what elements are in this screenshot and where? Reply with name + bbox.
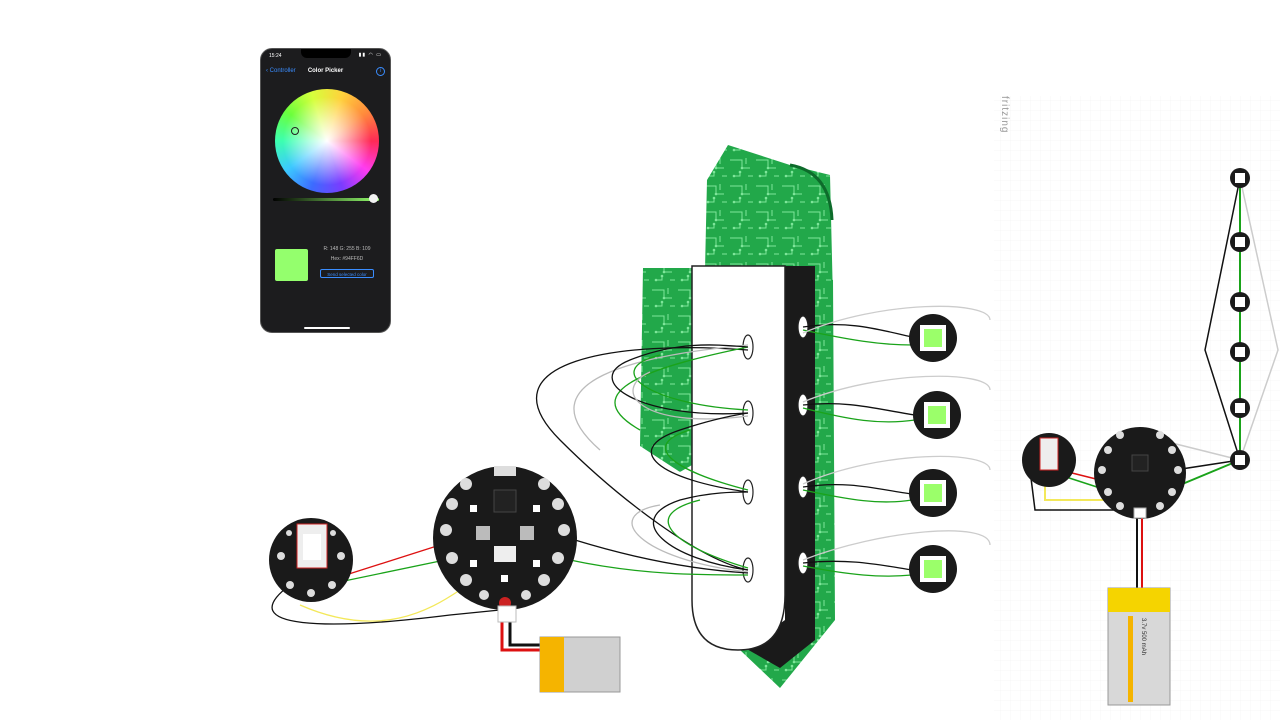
back-button[interactable]: ‹ Controller: [266, 68, 296, 74]
battery-label: 3.7v 500 mAh: [1140, 618, 1146, 655]
tie-back-flap: [640, 268, 692, 472]
brightness-slider-thumb[interactable]: [369, 194, 378, 203]
hex-value: Hex: #94FF6D: [330, 256, 364, 262]
bluefruit-board: [269, 518, 353, 602]
status-bar: 15:24 ▮▮ ◠ ▭: [261, 49, 390, 63]
signal-wifi-battery-icon: ▮▮ ◠ ▭: [358, 52, 382, 58]
info-icon[interactable]: i: [376, 67, 385, 76]
fritzing-panel: 3.7v 500 mAh: [994, 96, 1280, 720]
tie-knot: [705, 145, 833, 300]
rgb-values: R: 148 G: 255 B: 109: [323, 246, 371, 252]
tie-lining: [745, 266, 815, 668]
phone-app-screenshot: 15:24 ▮▮ ◠ ▭ ‹ Controller Color Picker i…: [260, 48, 391, 333]
home-indicator: [304, 327, 350, 329]
nav-bar: ‹ Controller Color Picker i: [261, 65, 390, 79]
neopixel-led-1: [909, 314, 957, 362]
neopixel-led-2: [913, 391, 961, 439]
tie-pocket: [691, 265, 786, 651]
fritzing-logo: fritzing: [999, 96, 1010, 134]
wire-loops: [535, 344, 749, 576]
color-wheel[interactable]: [275, 89, 379, 193]
circuit-playground-board: [433, 466, 577, 610]
color-wheel-knob[interactable]: [291, 127, 299, 135]
pocket-holes: [742, 315, 809, 583]
neopixel-led-3: [909, 469, 957, 517]
brightness-slider[interactable]: [273, 198, 379, 201]
battery-left: [497, 605, 621, 693]
page-title: Color Picker: [307, 68, 344, 74]
neopixel-led-4: [909, 545, 957, 593]
selected-color-swatch: [275, 249, 308, 281]
tie-illustration: [640, 145, 835, 688]
led-wires: [802, 305, 991, 577]
phone-notch: [301, 49, 351, 58]
send-color-button[interactable]: Send selected color: [320, 269, 374, 278]
back-button-label: Controller: [269, 68, 296, 74]
status-time: 15:24: [269, 53, 282, 59]
